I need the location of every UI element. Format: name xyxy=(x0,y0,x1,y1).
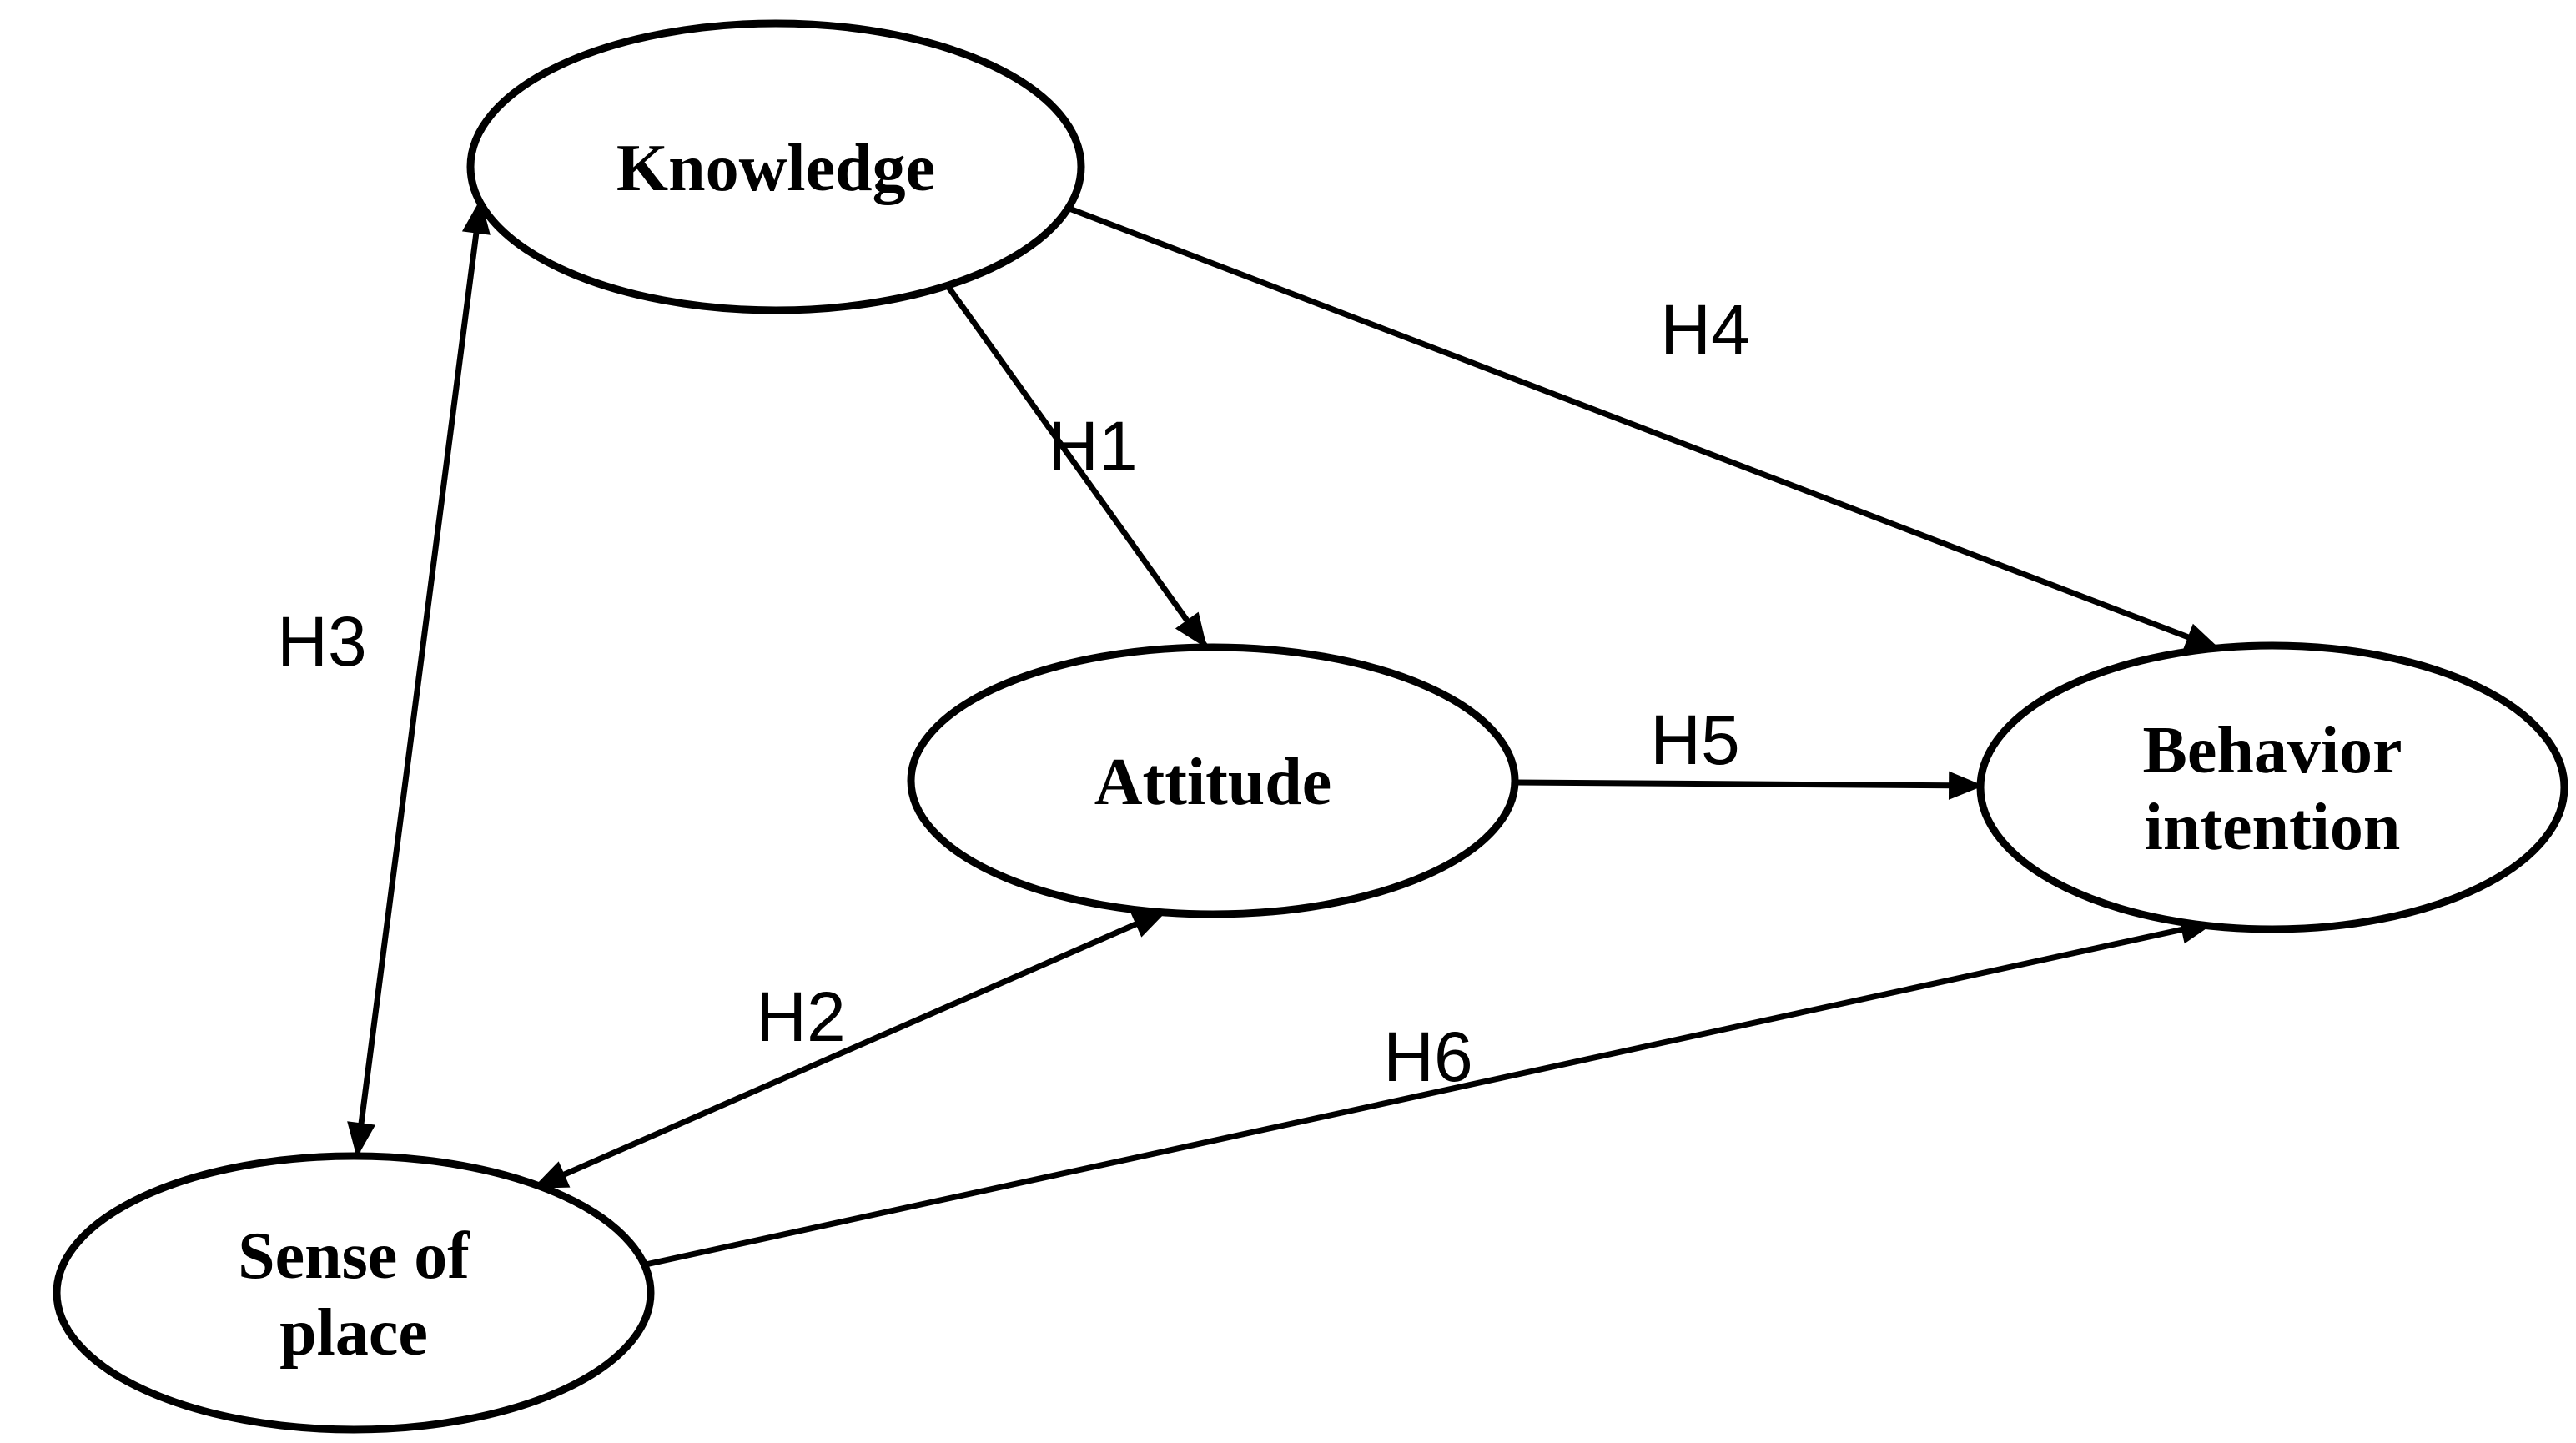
behavior-intention-node: Behavior intention xyxy=(1976,641,2568,933)
edge-h1-label: H1 xyxy=(1048,407,1137,485)
sense-of-place-ellipse xyxy=(53,1152,655,1434)
edge-h3-label: H3 xyxy=(277,602,366,681)
behavior-intention-label-line2: intention xyxy=(2145,791,2401,864)
edge-h4-label: H4 xyxy=(1660,290,1749,369)
edge-h6-label: H6 xyxy=(1383,1018,1472,1096)
edge-h6-arrow xyxy=(645,915,2216,1268)
edge-h2-arrow xyxy=(532,908,1168,1191)
edge-h1-arrow xyxy=(943,281,1209,650)
knowledge-label: Knowledge xyxy=(616,132,935,205)
knowledge-node: Knowledge xyxy=(466,19,1085,314)
edges xyxy=(347,199,2221,1268)
knowledge-ellipse xyxy=(466,19,1085,314)
attitude-label: Attitude xyxy=(1094,746,1331,819)
behavior-intention-label-line1: Behavior xyxy=(2142,714,2402,787)
edge-h5-arrow xyxy=(1514,771,1984,800)
edge-h3-arrow xyxy=(347,199,491,1158)
edge-h4-arrow xyxy=(1068,205,2221,652)
sense-of-place-label-line2: place xyxy=(279,1296,428,1370)
edge-labels: H1 H2 H3 H4 H5 H6 xyxy=(277,290,1749,1096)
sense-of-place-node: Sense of place xyxy=(53,1152,655,1434)
sense-of-place-label-line1: Sense of xyxy=(238,1219,470,1293)
attitude-ellipse xyxy=(907,643,1519,918)
behavior-intention-ellipse xyxy=(1976,641,2568,933)
edge-h2-label: H2 xyxy=(756,978,845,1056)
attitude-node: Attitude xyxy=(907,643,1519,918)
edge-h5-label: H5 xyxy=(1650,701,1739,779)
nodes: Knowledge Attitude Behavior intention Se… xyxy=(53,19,2568,1434)
